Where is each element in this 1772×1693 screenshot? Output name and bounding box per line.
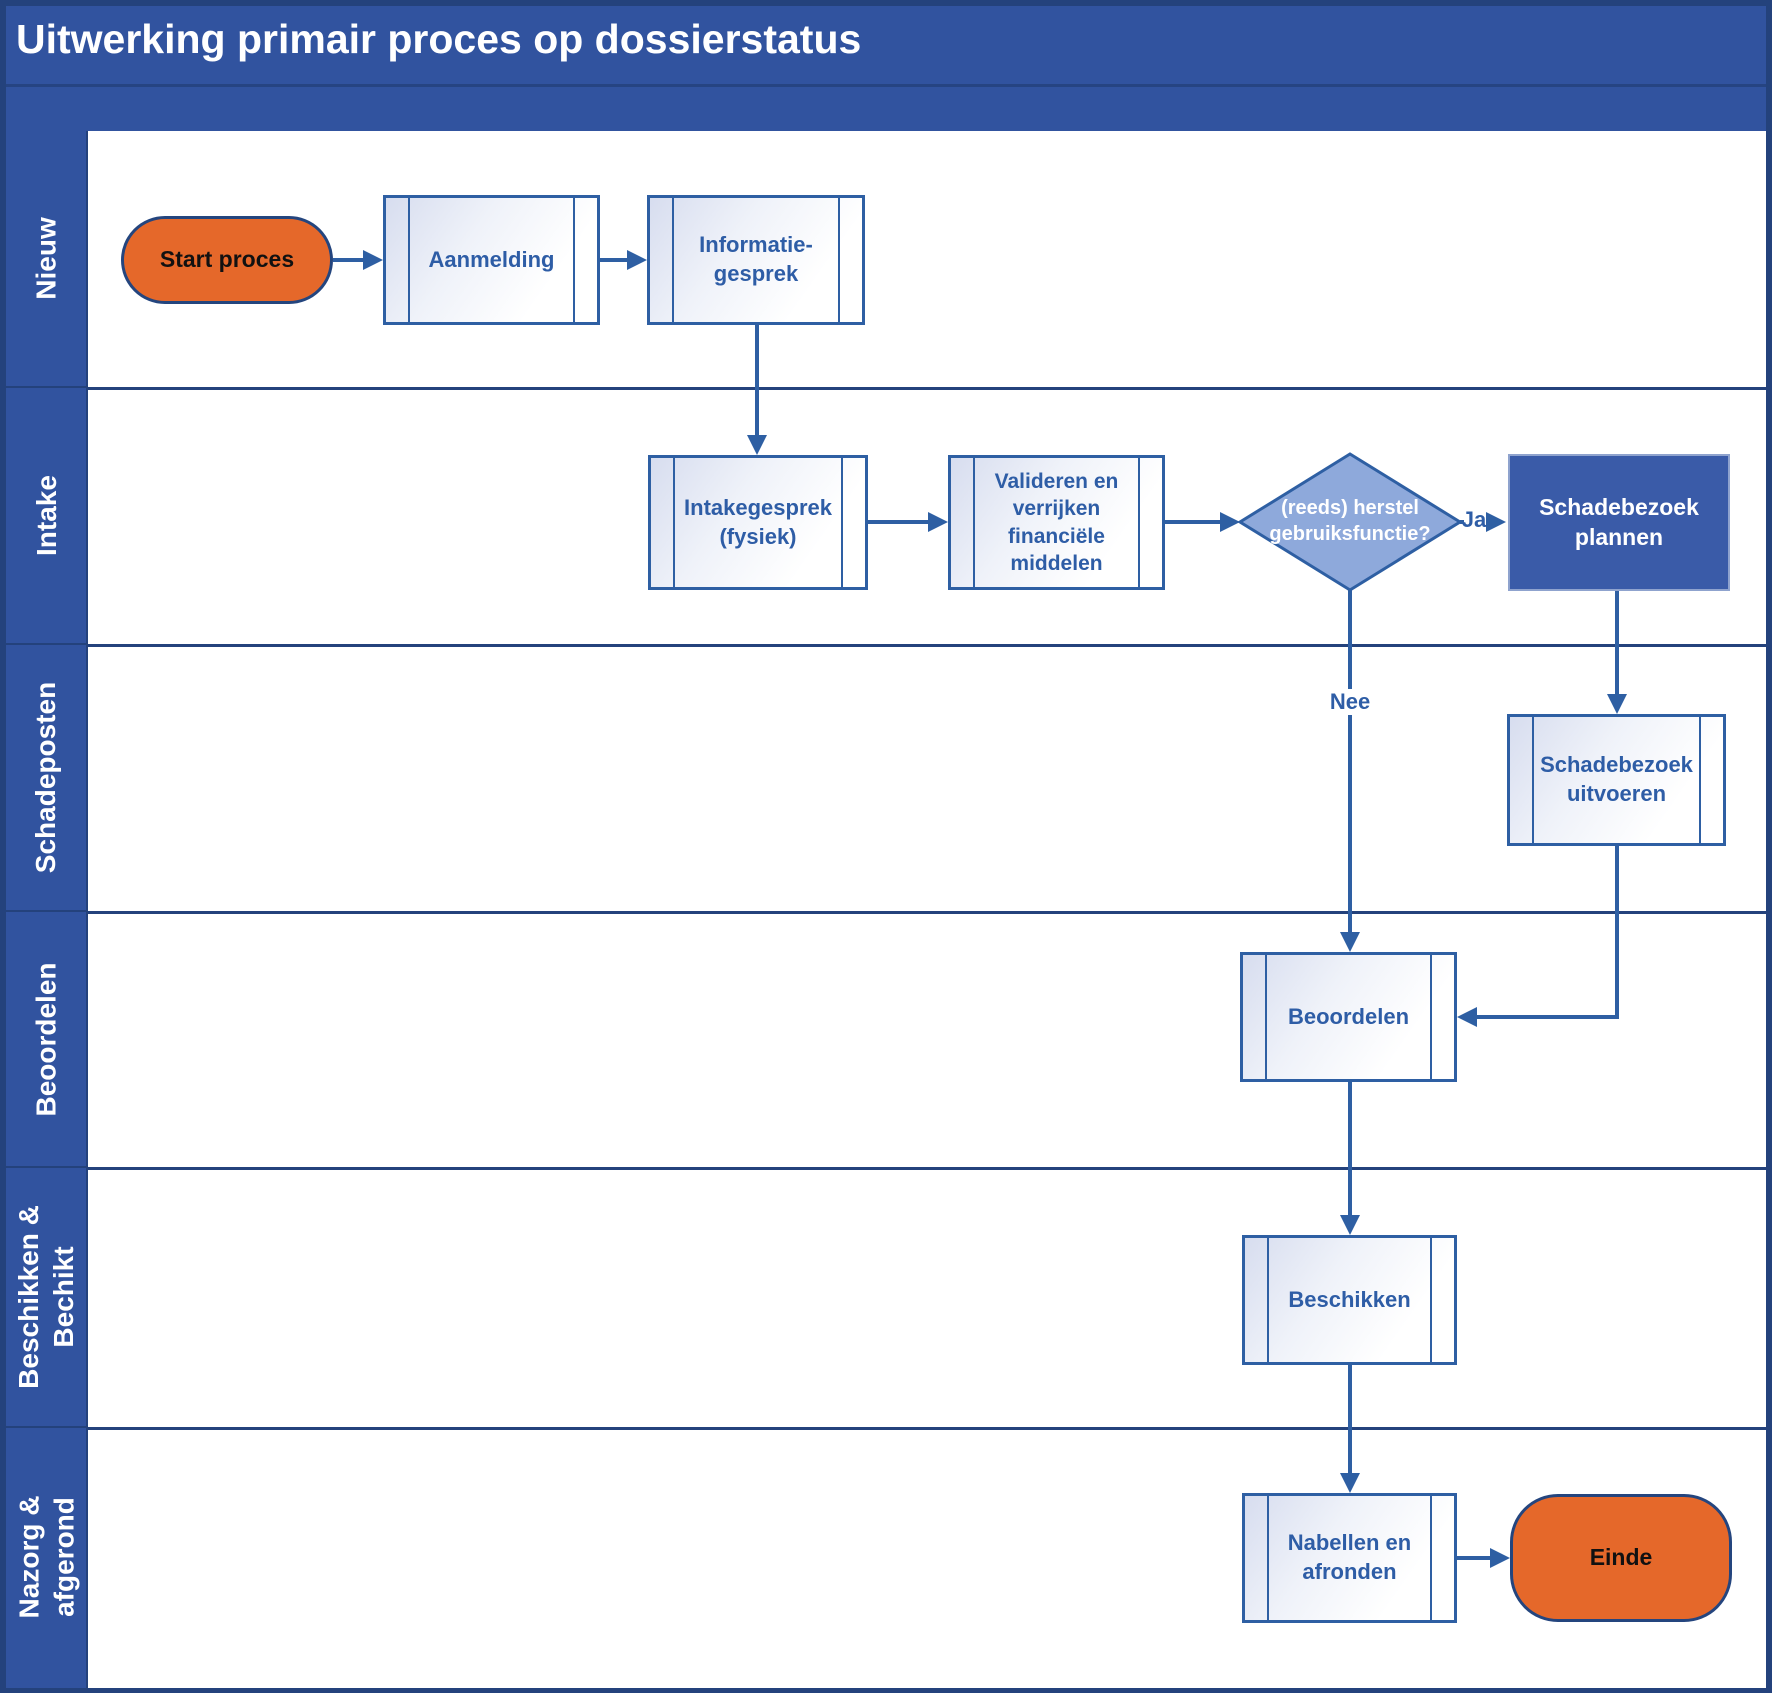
arrowhead-nabellen (1340, 1473, 1360, 1493)
informatiegesprek-label: Informatie- gesprek (699, 232, 813, 286)
end-event-shape: Einde (1510, 1494, 1732, 1622)
arrowhead-intakegesprek (747, 435, 767, 455)
beoordelen-subprocess: Beoordelen (1240, 952, 1457, 1082)
arrowhead-uitvoeren (1607, 694, 1627, 714)
aanmelding-label: Aanmelding (428, 246, 555, 272)
frame-left (0, 0, 6, 1693)
schadebezoek-uitvoeren-label: Schadebezoek uitvoeren (1540, 752, 1693, 806)
beschikken-label: Beschikken (1288, 1286, 1411, 1312)
nabellen-label: Nabellen en afronden (1287, 1530, 1412, 1584)
lane-divider-5 (86, 1427, 1766, 1430)
title-divider (0, 84, 1772, 87)
valideren-label: Valideren en verrijken financiële middel… (994, 469, 1119, 575)
intakegesprek-subprocess: Intakegesprek (fysiek) (648, 455, 868, 590)
arrowhead-einde (1490, 1548, 1510, 1568)
intakegesprek-label: Intakegesprek (fysiek) (684, 494, 832, 549)
valideren-subprocess: Valideren en verrijken financiële middel… (948, 455, 1165, 590)
schadebezoek-plannen-label: Schadebezoek plannen (1539, 493, 1699, 550)
frame-bottom (0, 1688, 1772, 1693)
decision-diamond-label: (reeds) herstel gebruiksfunctie? (1269, 497, 1431, 545)
schadebezoek-uitvoeren-subprocess: Schadebezoek uitvoeren (1507, 714, 1726, 846)
lane-divider-4 (86, 1167, 1766, 1170)
arrowhead-informatiegesprek (627, 250, 647, 270)
arrowhead-aanmelding (363, 250, 383, 270)
start-event-shape: Start proces (121, 216, 333, 304)
lane-label-column: Nieuw Intake Schadeposten Beoordelen Bes… (6, 131, 88, 1688)
lane-label-intake: Intake (6, 388, 86, 645)
lane-label-schadeposten: Schadeposten (6, 645, 86, 912)
arrowhead-beschikken (1340, 1215, 1360, 1235)
page-title: Uitwerking primair proces op dossierstat… (16, 16, 862, 62)
arrowhead-plannen (1486, 512, 1506, 532)
title-band: Uitwerking primair proces op dossierstat… (0, 0, 1772, 131)
nabellen-subprocess: Nabellen en afronden (1242, 1493, 1457, 1623)
arrowheads (363, 250, 1627, 1568)
arrowhead-beoordelen-top (1340, 932, 1360, 952)
beoordelen-label: Beoordelen (1287, 1003, 1410, 1029)
informatiegesprek-subprocess: Informatie- gesprek (647, 195, 865, 325)
branch-label-nee: Nee (1324, 689, 1376, 715)
lane-label-beschikken-bechikt: Beschikken & Bechikt (6, 1168, 86, 1428)
lane-label-beoordelen: Beoordelen (6, 912, 86, 1168)
branch-label-ja: Ja (1461, 507, 1487, 532)
connector-uitvoeren-to-beoordelen (1477, 846, 1619, 1019)
end-event-label: Einde (1589, 1544, 1653, 1571)
aanmelding-subprocess: Aanmelding (383, 195, 600, 325)
schadebezoek-plannen-task: Schadebezoek plannen (1508, 454, 1730, 591)
lane-label-nazorg-afgerond: Nazorg & afgerond (13, 1495, 79, 1619)
lane-label-nieuw: Nieuw (6, 131, 86, 388)
arrowhead-beslissing (1220, 512, 1240, 532)
frame-right (1766, 0, 1772, 1693)
frame-top (0, 0, 1772, 6)
arrowhead-beoordelen-right (1457, 1007, 1477, 1027)
lane-divider-1 (86, 387, 1766, 390)
lane-divider-2 (86, 644, 1766, 647)
arrowhead-valideren (928, 512, 948, 532)
beschikken-subprocess: Beschikken (1242, 1235, 1457, 1365)
start-event-label: Start proces (159, 246, 295, 273)
lane-divider-3 (86, 911, 1766, 914)
